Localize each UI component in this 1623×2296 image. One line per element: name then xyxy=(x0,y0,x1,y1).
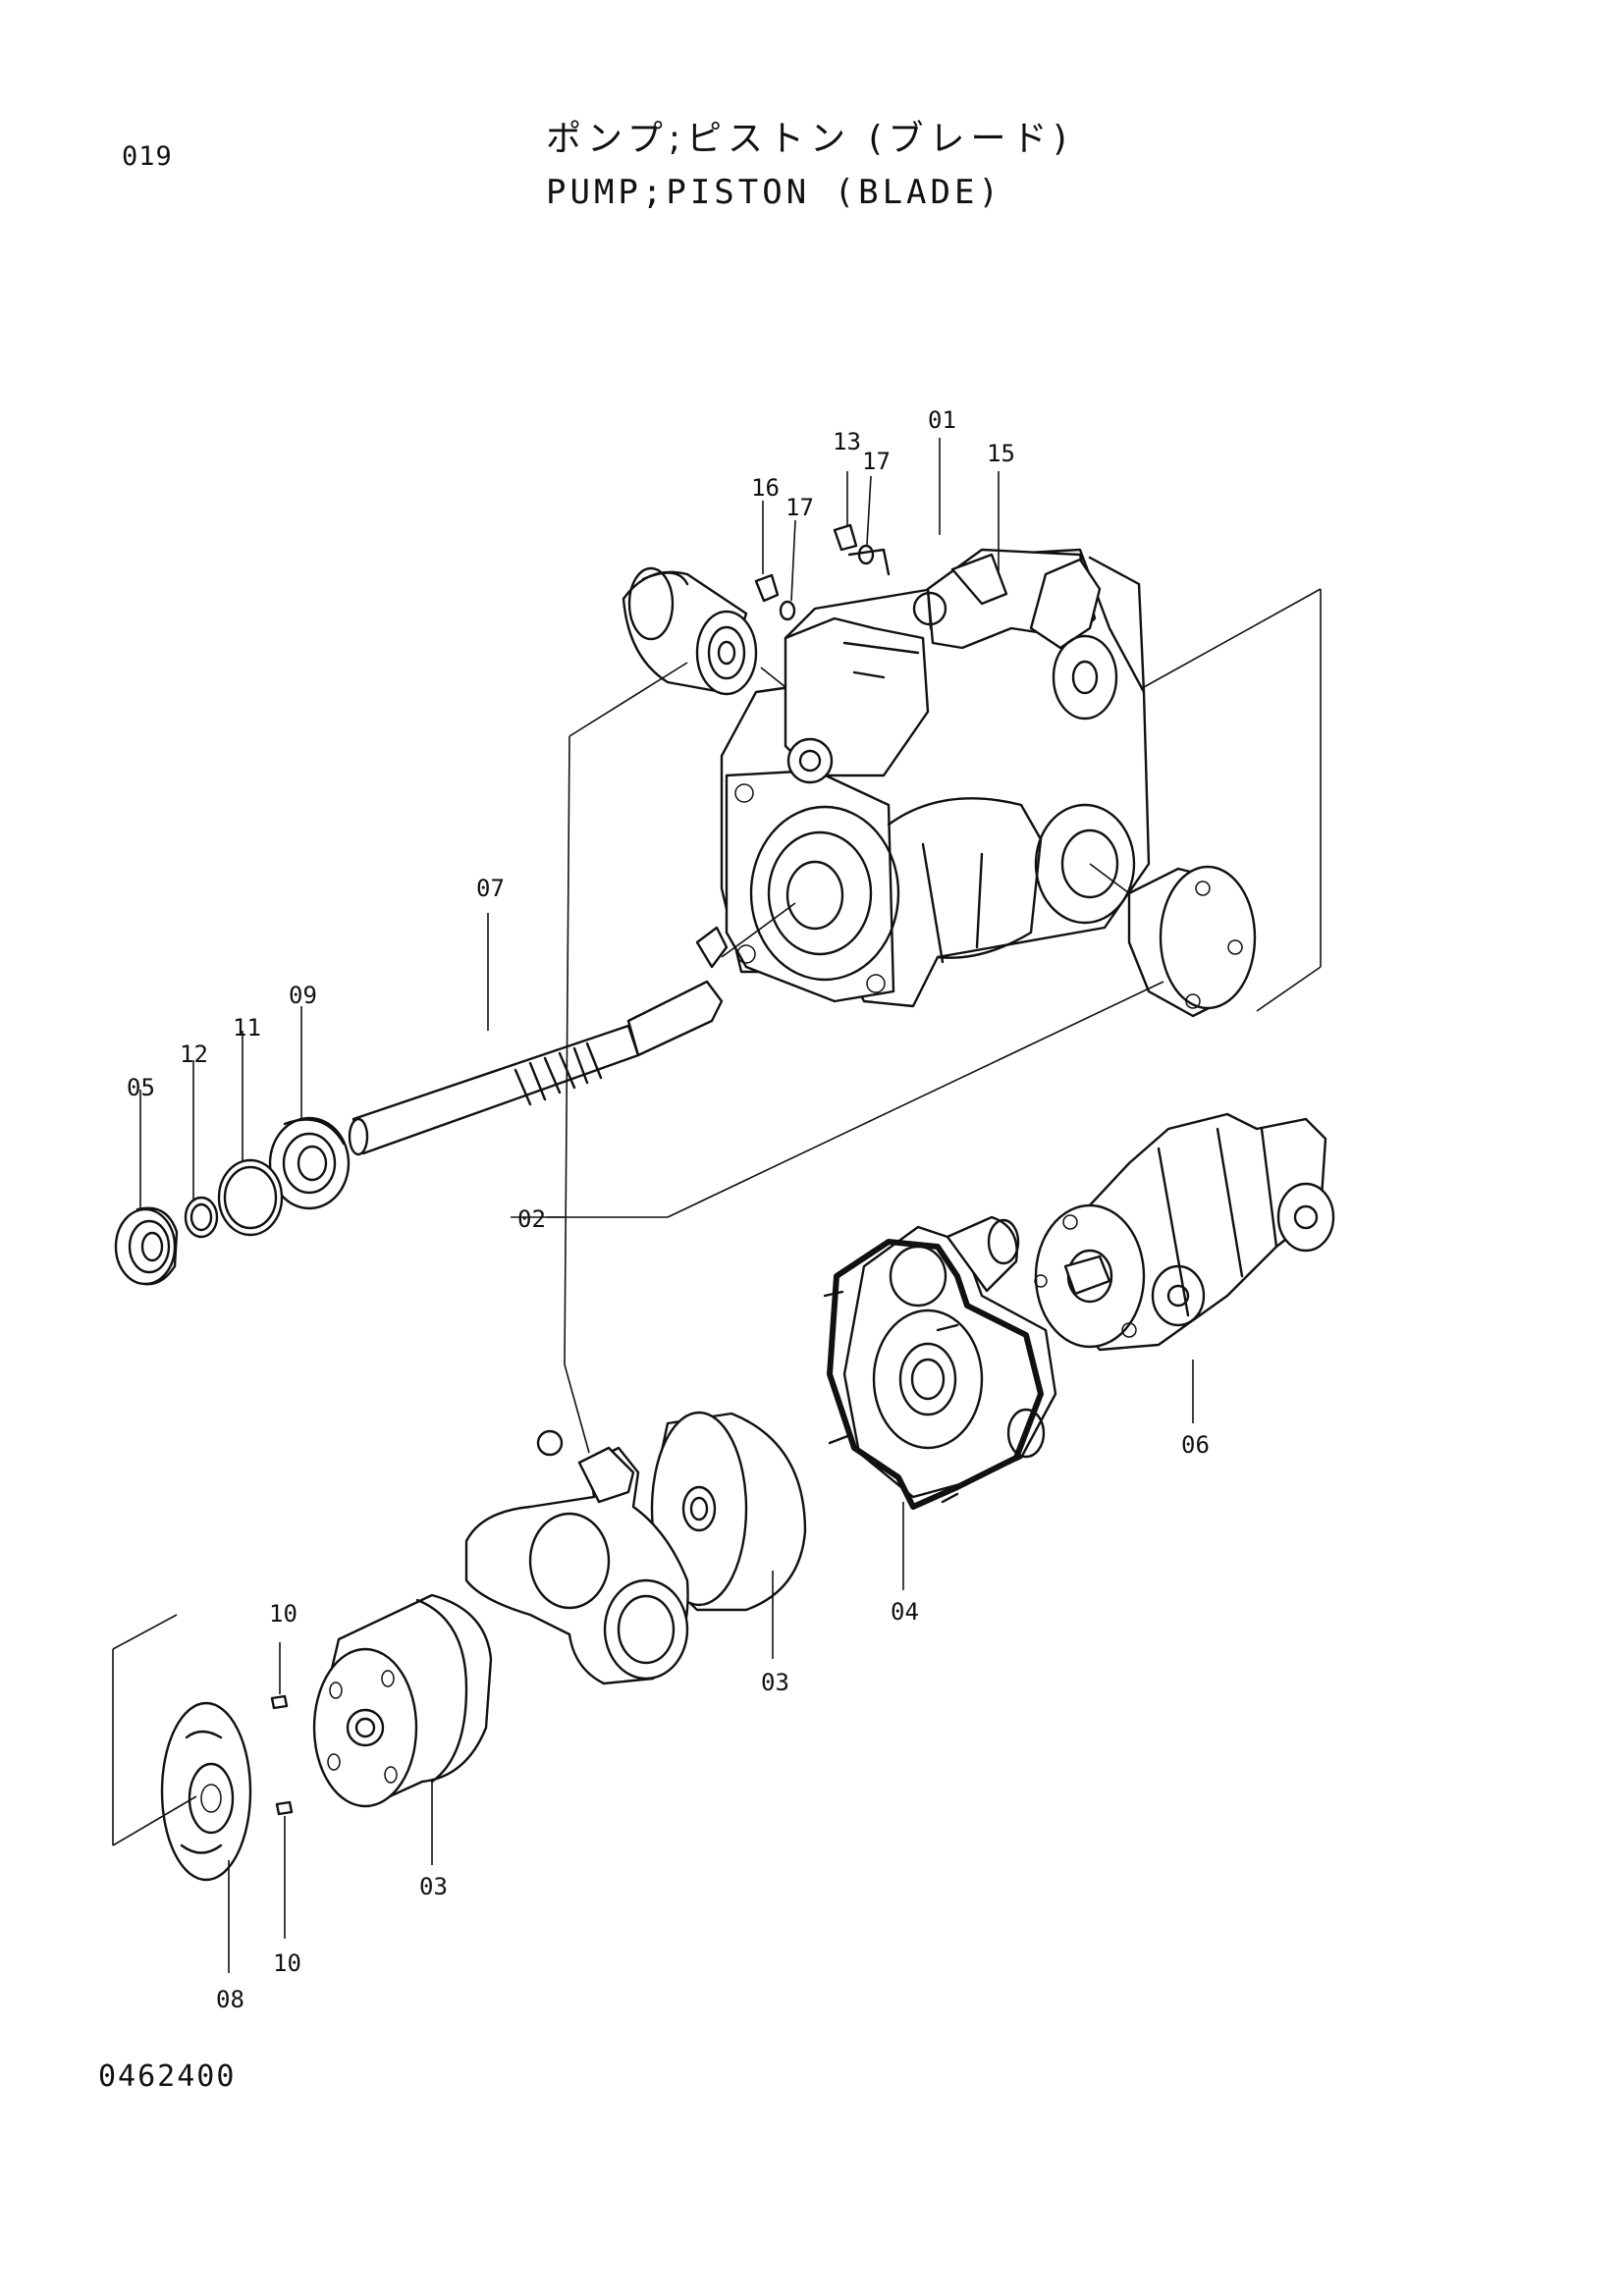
callout-15: 15 xyxy=(987,440,1015,467)
callout-11: 11 xyxy=(233,1014,261,1041)
page-number: 019 xyxy=(122,141,173,172)
callout-04: 04 xyxy=(891,1598,919,1626)
leader-lines xyxy=(139,438,1194,1973)
plug-part xyxy=(754,523,875,621)
callout-08: 08 xyxy=(216,1986,244,2013)
callout-07: 07 xyxy=(476,875,505,902)
callout-03a: 03 xyxy=(761,1669,789,1696)
cylinder-barrel-part xyxy=(312,1593,493,1808)
retaining-ring-part xyxy=(184,1196,219,1239)
drawing-number: 0462400 xyxy=(98,2059,237,2094)
callout-10a: 10 xyxy=(269,1600,298,1628)
end-cap-part xyxy=(1127,865,1257,1018)
bearing-part xyxy=(268,1116,351,1210)
valve-block-part xyxy=(823,1215,1057,1510)
callout-06: 06 xyxy=(1181,1431,1210,1459)
callout-16: 16 xyxy=(751,474,780,502)
callout-13: 13 xyxy=(833,428,861,455)
drive-shaft-part xyxy=(348,926,729,1156)
callout-09: 09 xyxy=(289,982,317,1009)
pin-part xyxy=(270,1694,294,1816)
callout-02: 02 xyxy=(517,1205,546,1233)
callout-17a: 17 xyxy=(862,448,891,475)
callout-labels: 01 15 13 17 16 17 07 09 11 12 05 02 06 0… xyxy=(127,406,1210,2013)
pump-housing-part xyxy=(720,548,1151,1008)
callout-03b: 03 xyxy=(419,1873,448,1900)
callout-10b: 10 xyxy=(273,1949,301,1977)
gear-pump-part xyxy=(1034,1112,1335,1352)
title-english: PUMP;PISTON (BLADE) xyxy=(546,173,1002,212)
swash-plate-part xyxy=(464,1429,689,1685)
oil-seal-part xyxy=(114,1206,179,1286)
servo-piston-part xyxy=(622,566,758,696)
callout-05: 05 xyxy=(127,1074,155,1101)
snap-ring-part xyxy=(217,1158,284,1237)
callout-17b: 17 xyxy=(785,494,814,521)
title-japanese: ポンプ;ピストン (ブレード) xyxy=(546,119,1073,159)
callout-01: 01 xyxy=(928,406,956,434)
valve-plate-part xyxy=(160,1701,252,1882)
callout-12: 12 xyxy=(180,1041,208,1068)
